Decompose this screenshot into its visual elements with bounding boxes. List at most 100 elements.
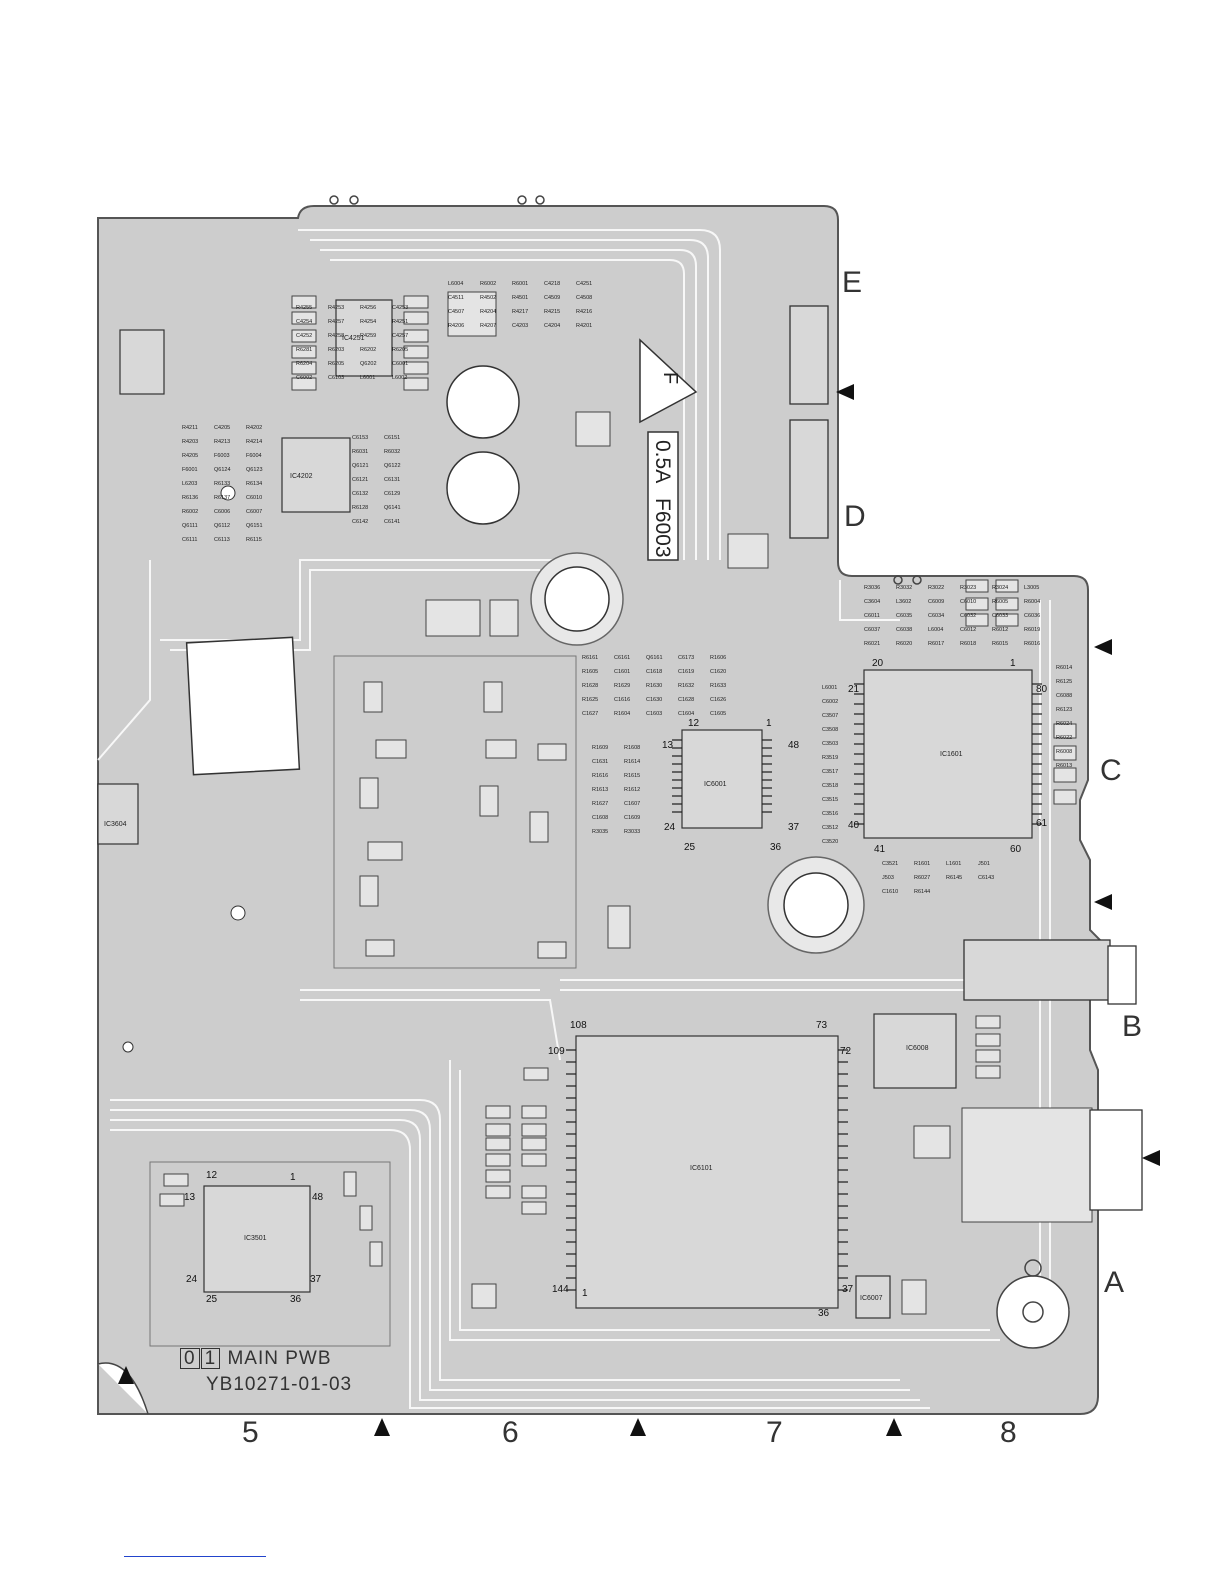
component-ref: R4203 — [182, 439, 198, 445]
component-ref: R4256 — [360, 305, 376, 311]
component-ref: C6011 — [864, 613, 880, 619]
pin-number: 13 — [184, 1192, 196, 1203]
component-ref: C3512 — [822, 825, 838, 831]
pin-number: 21 — [848, 684, 860, 695]
component-ref: C6143 — [978, 875, 994, 881]
component-ref: R4206 — [448, 323, 464, 329]
component-ref: R1627 — [592, 801, 608, 807]
component-ref: R1608 — [624, 745, 640, 751]
component-ref: R6032 — [384, 449, 400, 455]
component-ref: R6004 — [1024, 599, 1040, 605]
pin-number: 40 — [848, 820, 860, 831]
component-ref: Q6141 — [384, 505, 401, 511]
component-ref: R6115 — [246, 537, 262, 543]
component-ref: R3036 — [864, 585, 880, 591]
component-ref: Q6112 — [214, 523, 230, 529]
component-ref: R4216 — [576, 309, 592, 315]
component-ref: Q6151 — [246, 523, 263, 529]
component-ref: C4251 — [576, 281, 592, 287]
ic-label: IC6008 — [906, 1045, 929, 1052]
component-ref: C3516 — [822, 811, 838, 817]
component-ref: C4205 — [214, 425, 230, 431]
component-ref: R6008 — [1056, 749, 1072, 755]
component-ref: Q6161 — [646, 655, 663, 661]
board-title-text: MAIN PWB — [227, 1348, 332, 1369]
ic-label: IC6101 — [690, 1165, 713, 1172]
pin-number: 144 — [552, 1284, 569, 1295]
heatsink-pad — [185, 636, 301, 776]
component-ref: L6004 — [928, 627, 943, 633]
component-ref: C6153 — [352, 435, 368, 441]
component-ref: C6173 — [678, 655, 694, 661]
pin-number: 37 — [842, 1284, 854, 1295]
component-ref: R6002 — [480, 281, 496, 287]
component-ref: C3507 — [822, 713, 838, 719]
pin-number: 60 — [1010, 844, 1022, 855]
component-ref: R1614 — [624, 759, 640, 765]
component-ref: C4253 — [392, 305, 408, 311]
grid-number-8: 8 — [1000, 1416, 1017, 1449]
grid-arrow-icon — [836, 384, 854, 400]
component-ref: R6017 — [928, 641, 944, 647]
component-ref: R4258 — [328, 333, 344, 339]
component-ref: C3517 — [822, 769, 838, 775]
component-ref: C4204 — [544, 323, 560, 329]
component-ref: C1619 — [678, 669, 694, 675]
component-ref: R6021 — [864, 641, 880, 647]
component-ref: R6134 — [246, 481, 262, 487]
component-ref: R6136 — [182, 495, 198, 501]
component-ref: R1604 — [614, 711, 630, 717]
component-ref: R4213 — [214, 439, 230, 445]
pin-number: 1 — [290, 1172, 296, 1183]
component-ref: C6033 — [992, 613, 1008, 619]
component-ref: R1609 — [592, 745, 608, 751]
component-ref: R1625 — [582, 697, 598, 703]
component-ref: C6129 — [384, 491, 400, 497]
component-ref: F6003 — [214, 453, 230, 459]
grid-arrow-icon — [1142, 1150, 1160, 1166]
component-ref: C6038 — [896, 627, 912, 633]
component-ref: R6144 — [914, 889, 930, 895]
component-ref: C6151 — [384, 435, 400, 441]
component-ref: C1610 — [882, 889, 898, 895]
copper-traces — [97, 229, 1071, 1409]
component-ref: R6204 — [296, 361, 312, 367]
component-ref: C4254 — [296, 319, 312, 325]
component-ref: R1630 — [646, 683, 662, 689]
component-ref: C3521 — [882, 861, 898, 867]
component-ref: R4202 — [246, 425, 262, 431]
component-ref: C3515 — [822, 797, 838, 803]
audio-section-outline — [149, 1161, 391, 1347]
pin-number: 80 — [1036, 684, 1048, 695]
component-ref: C1601 — [614, 669, 630, 675]
ic-label: IC4202 — [290, 473, 313, 480]
ic-label: IC4251 — [342, 335, 365, 342]
fuse-ref: F6003 — [651, 498, 674, 558]
grid-letter-d: D — [844, 500, 866, 533]
component-ref: Q6202 — [360, 361, 377, 367]
component-ref: F6001 — [182, 467, 198, 473]
component-ref: C6010 — [246, 495, 262, 501]
component-ref: C1626 — [710, 697, 726, 703]
component-ref: R4215 — [544, 309, 560, 315]
component-ref: C1618 — [646, 669, 662, 675]
pin-number: 24 — [186, 1274, 198, 1285]
component-ref: R6205 — [328, 361, 344, 367]
component-ref: J501 — [978, 861, 990, 867]
component-ref: R6016 — [1024, 641, 1040, 647]
ic-label: IC3604 — [104, 821, 127, 828]
grid-number-6: 6 — [502, 1416, 519, 1449]
pin-number: 37 — [788, 822, 800, 833]
board-title-box: 0 — [180, 1348, 200, 1369]
component-ref: R4259 — [360, 333, 376, 339]
component-ref: R6203 — [328, 347, 344, 353]
component-ref: C6142 — [352, 519, 368, 525]
component-ref: R1632 — [678, 683, 694, 689]
component-ref: R6205 — [392, 347, 408, 353]
component-ref: R1633 — [710, 683, 726, 689]
grid-arrow-icon — [886, 1418, 902, 1436]
component-ref: C4252 — [296, 333, 312, 339]
component-ref: R1615 — [624, 773, 640, 779]
component-ref: C6037 — [864, 627, 880, 633]
